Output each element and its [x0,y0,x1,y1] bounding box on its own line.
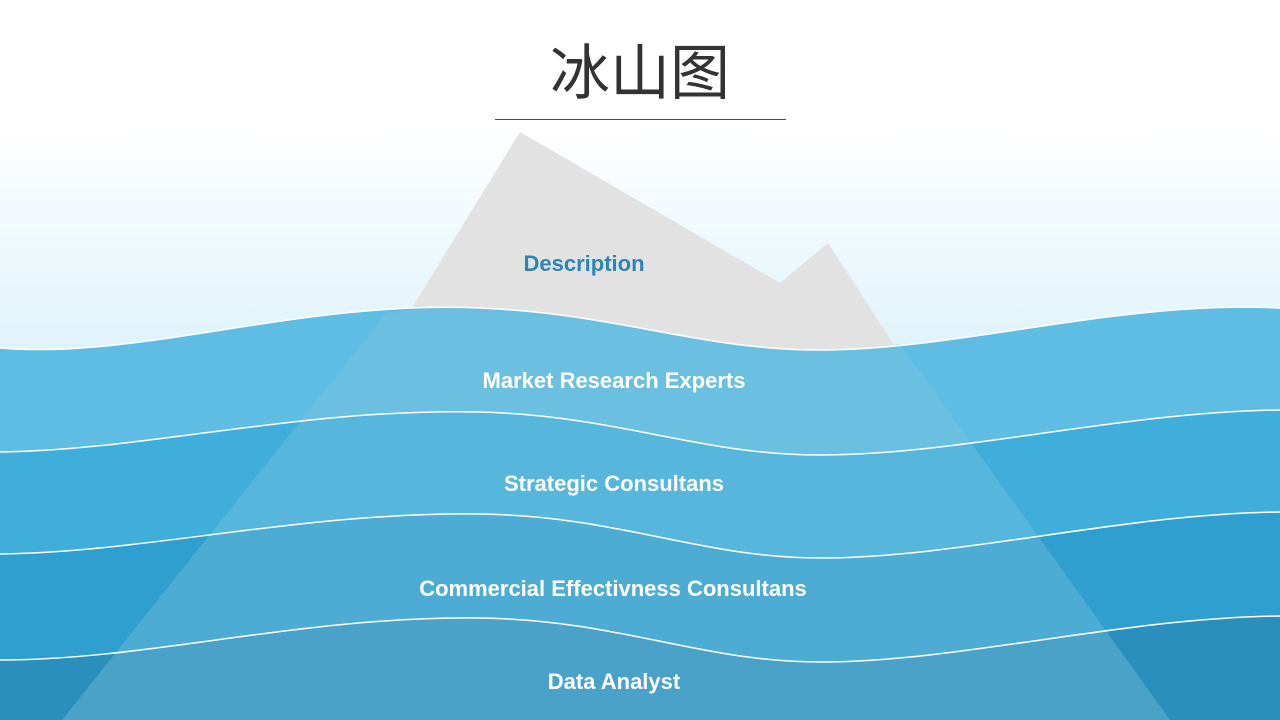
layer-label-4: Data Analyst [547,669,681,694]
iceberg-tip [380,132,904,360]
layer-label-3: Commercial Effectivness Consultans [419,576,807,601]
layer-label-2: Strategic Consultans [503,471,725,496]
iceberg-tip-label: Description [523,251,645,276]
wave-line-3 [0,511,1280,559]
layer-label-1: Market Research Experts [482,368,746,393]
iceberg-underwater [62,307,1170,720]
wave-line-1 [0,306,1280,351]
title-underline [495,119,786,120]
wave-line-4 [0,615,1280,663]
slide-title: 冰山图 [550,39,730,109]
water-band-4 [0,616,1280,720]
wave-line-2 [0,409,1280,456]
